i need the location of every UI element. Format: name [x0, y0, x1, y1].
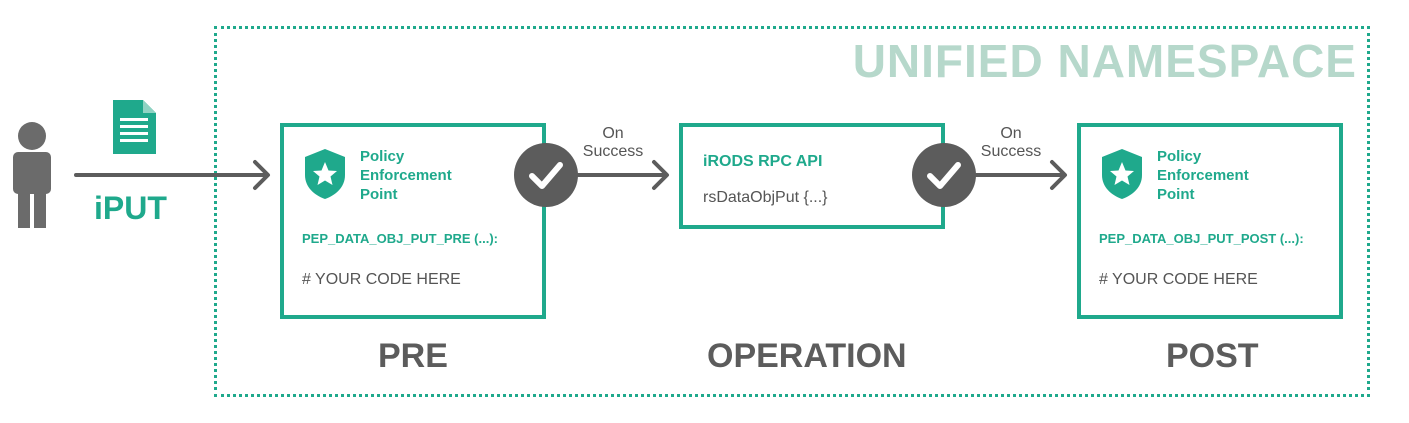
- transition-label-2-line1: On: [1000, 125, 1022, 142]
- pre-code-placeholder: # YOUR CODE HERE: [302, 271, 461, 288]
- pre-pep-title-line1: Policy: [360, 148, 405, 165]
- post-pep-title: Policy Enforcement Point: [1157, 147, 1249, 204]
- api-title: iRODS RPC API: [703, 153, 823, 170]
- stage-label-operation: OPERATION: [707, 337, 907, 375]
- transition-label-1: On Success: [568, 125, 658, 161]
- person-icon: [13, 122, 51, 228]
- pre-pep-title: Policy Enforcement Point: [360, 147, 452, 204]
- post-code-placeholder: # YOUR CODE HERE: [1099, 271, 1258, 288]
- post-pep-title-line2: Enforcement: [1157, 167, 1249, 184]
- pre-pep-name: PEP_DATA_OBJ_PUT_PRE (...):: [302, 231, 499, 246]
- post-pep-box: Policy Enforcement Point PEP_DATA_OBJ_PU…: [1077, 123, 1343, 319]
- check-circle-icon: [514, 143, 578, 207]
- shield-star-icon: [305, 149, 345, 199]
- api-call: rsDataObjPut {...}: [703, 189, 828, 206]
- success-arrow-1: [573, 160, 669, 190]
- iput-arrow: [74, 160, 270, 190]
- namespace-title: UNIFIED NAMESPACE: [852, 35, 1357, 87]
- transition-label-1-line2: Success: [582, 143, 644, 160]
- unified-namespace-frame: [214, 26, 1370, 397]
- check-circle-icon: [912, 143, 976, 207]
- transition-label-2-line2: Success: [980, 143, 1042, 160]
- transition-label-2: On Success: [966, 125, 1056, 161]
- success-arrow-2: [971, 160, 1067, 190]
- iput-label: iPUT: [94, 190, 167, 226]
- post-pep-title-line1: Policy: [1157, 148, 1202, 165]
- document-icon: [113, 100, 156, 154]
- shield-star-icon: [1102, 149, 1142, 199]
- pre-pep-box: Policy Enforcement Point PEP_DATA_OBJ_PU…: [280, 123, 546, 319]
- transition-label-1-line1: On: [602, 125, 624, 142]
- post-pep-name: PEP_DATA_OBJ_PUT_POST (...):: [1099, 231, 1304, 246]
- stage-label-post: POST: [1166, 337, 1259, 375]
- stage-label-pre: PRE: [378, 337, 448, 375]
- post-pep-title-line3: Point: [1157, 186, 1195, 203]
- pre-pep-title-line3: Point: [360, 186, 398, 203]
- operation-box: iRODS RPC API rsDataObjPut {...}: [679, 123, 945, 229]
- pre-pep-title-line2: Enforcement: [360, 167, 452, 184]
